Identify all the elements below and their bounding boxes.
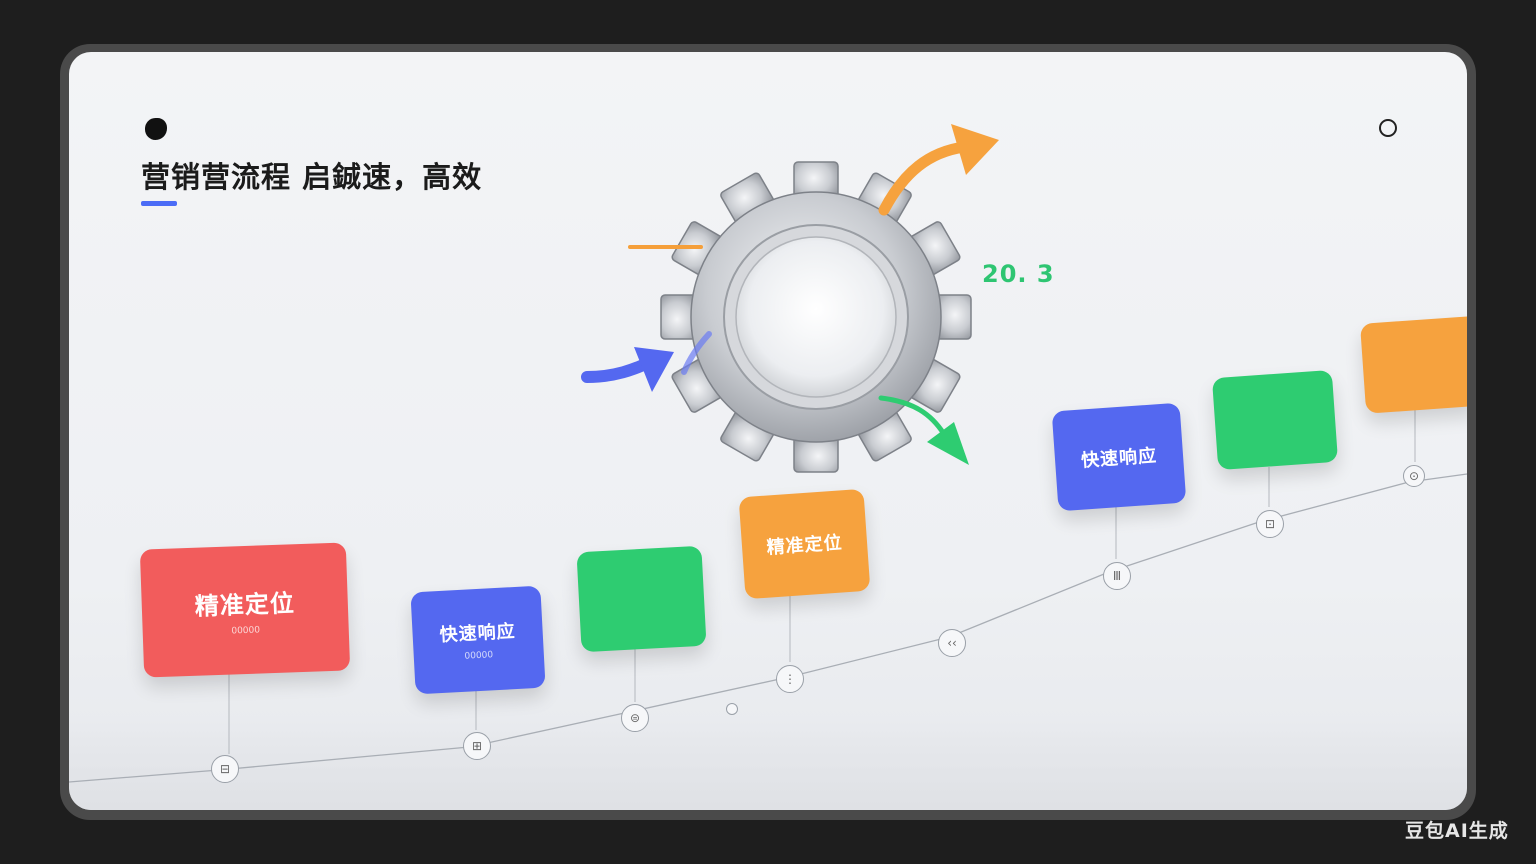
card-green-1[interactable] bbox=[576, 545, 707, 653]
timeline-node-icon[interactable]: ⊡ bbox=[1256, 510, 1284, 538]
card-sub: 00000 bbox=[231, 624, 261, 636]
timeline-line bbox=[69, 473, 1467, 783]
stat-value: 20. 3 bbox=[982, 260, 1055, 288]
card-sub: 00000 bbox=[464, 650, 494, 662]
slide-title: 营销营流程 启鋮速，高效 bbox=[141, 160, 483, 194]
orange-arrow-icon bbox=[878, 124, 999, 216]
slide: 营销营流程 启鋮速，高效 bbox=[69, 52, 1467, 810]
title-underline bbox=[141, 201, 177, 206]
green-arrow-icon bbox=[878, 395, 969, 465]
timeline-node-icon[interactable]: ⊞ bbox=[463, 732, 491, 760]
scene-graphics bbox=[69, 124, 1467, 783]
orange-accent-line bbox=[628, 245, 703, 249]
card-green-2[interactable] bbox=[1211, 369, 1339, 471]
timeline-node-icon[interactable]: ⊙ bbox=[1403, 465, 1425, 487]
card-label: 快速响应 bbox=[1080, 445, 1158, 472]
card-label: 精准定位 bbox=[765, 532, 844, 559]
timeline-node-icon[interactable]: ‹‹ bbox=[938, 629, 966, 657]
gear-icon bbox=[660, 161, 972, 473]
card-fast-response[interactable]: 快速响应 00000 bbox=[410, 585, 546, 695]
card-label: 快速响应 bbox=[439, 621, 517, 646]
card-precise-targeting-2[interactable]: 精准定位 bbox=[738, 488, 871, 600]
timeline-node-icon[interactable]: ⋮ bbox=[776, 665, 804, 693]
circle-icon[interactable] bbox=[1379, 119, 1397, 137]
blue-arrow-icon bbox=[581, 331, 712, 392]
card-label: 精准定位 bbox=[194, 588, 296, 621]
timeline-node-icon[interactable]: Ⅲ bbox=[1103, 562, 1131, 590]
floor-shadow bbox=[69, 720, 1467, 810]
timeline-small-node bbox=[726, 703, 738, 715]
card-orange-3[interactable] bbox=[1359, 316, 1467, 414]
connector-lines bbox=[228, 410, 1416, 754]
watermark: 豆包AI生成 bbox=[1405, 820, 1509, 842]
timeline-node-icon[interactable]: ⊜ bbox=[621, 704, 649, 732]
card-fast-response-2[interactable]: 快速响应 bbox=[1051, 402, 1187, 512]
timeline-node-icon[interactable]: ⊟ bbox=[211, 755, 239, 783]
card-precise-targeting[interactable]: 精准定位 00000 bbox=[139, 542, 351, 678]
logo-dot bbox=[145, 118, 167, 140]
